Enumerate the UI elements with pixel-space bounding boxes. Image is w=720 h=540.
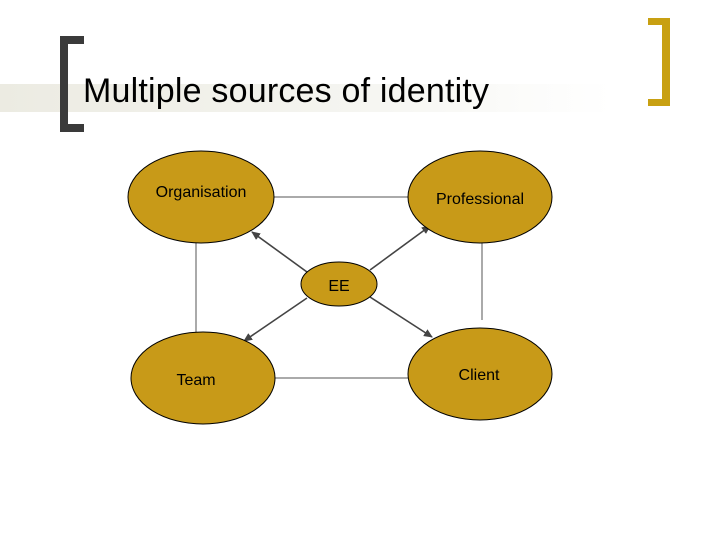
left-bracket — [60, 36, 84, 132]
node-team — [130, 331, 276, 425]
node-label-team: Team — [176, 372, 216, 389]
node-label-organisation: Organisation — [155, 184, 247, 201]
node-organisation — [127, 150, 275, 244]
node-label-client: Client — [458, 367, 500, 384]
node-client — [407, 327, 553, 421]
arrow-ee-team — [243, 297, 308, 342]
arrow-ee-client — [369, 296, 433, 338]
node-label-professional: Professional — [435, 191, 525, 208]
arrow-ee-organisation — [251, 231, 308, 273]
node-ee — [300, 261, 378, 307]
node-professional — [407, 150, 553, 244]
right-bracket — [648, 18, 670, 106]
node-label-ee: EE — [328, 278, 350, 295]
slide-title: Multiple sources of identity — [83, 72, 490, 110]
title-band — [0, 84, 720, 112]
arrow-ee-professional — [369, 225, 431, 271]
